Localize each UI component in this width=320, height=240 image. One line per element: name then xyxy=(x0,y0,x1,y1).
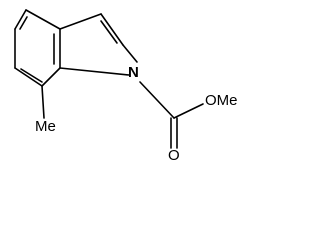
bond-c7-c7a xyxy=(41,67,61,87)
methyl-label: Me xyxy=(35,118,56,135)
molecule-structure: N O OMe Me xyxy=(14,9,238,164)
methoxy-label: OMe xyxy=(205,92,238,109)
carbonyl-oxygen-label: O xyxy=(168,147,180,164)
bond-c3-c2-double xyxy=(100,20,118,44)
bond-c3-c2 xyxy=(100,13,124,46)
bond-c4-c5-double xyxy=(19,16,28,30)
bond-c6-c7-double xyxy=(20,68,43,83)
bond-c6-c7 xyxy=(14,67,43,87)
bond-n1-c7a xyxy=(59,67,130,76)
bond-carbonyl-methoxy xyxy=(173,103,204,119)
bond-c3a-c4 xyxy=(25,9,61,30)
bond-c4-c5 xyxy=(14,9,27,30)
nitrogen-label: N xyxy=(128,64,139,81)
bond-c7-methyl xyxy=(41,85,45,119)
bond-c2-n1 xyxy=(122,44,138,63)
bond-c3a-c3 xyxy=(59,13,102,30)
bond-n1-carbonyl-carbon xyxy=(139,81,175,119)
